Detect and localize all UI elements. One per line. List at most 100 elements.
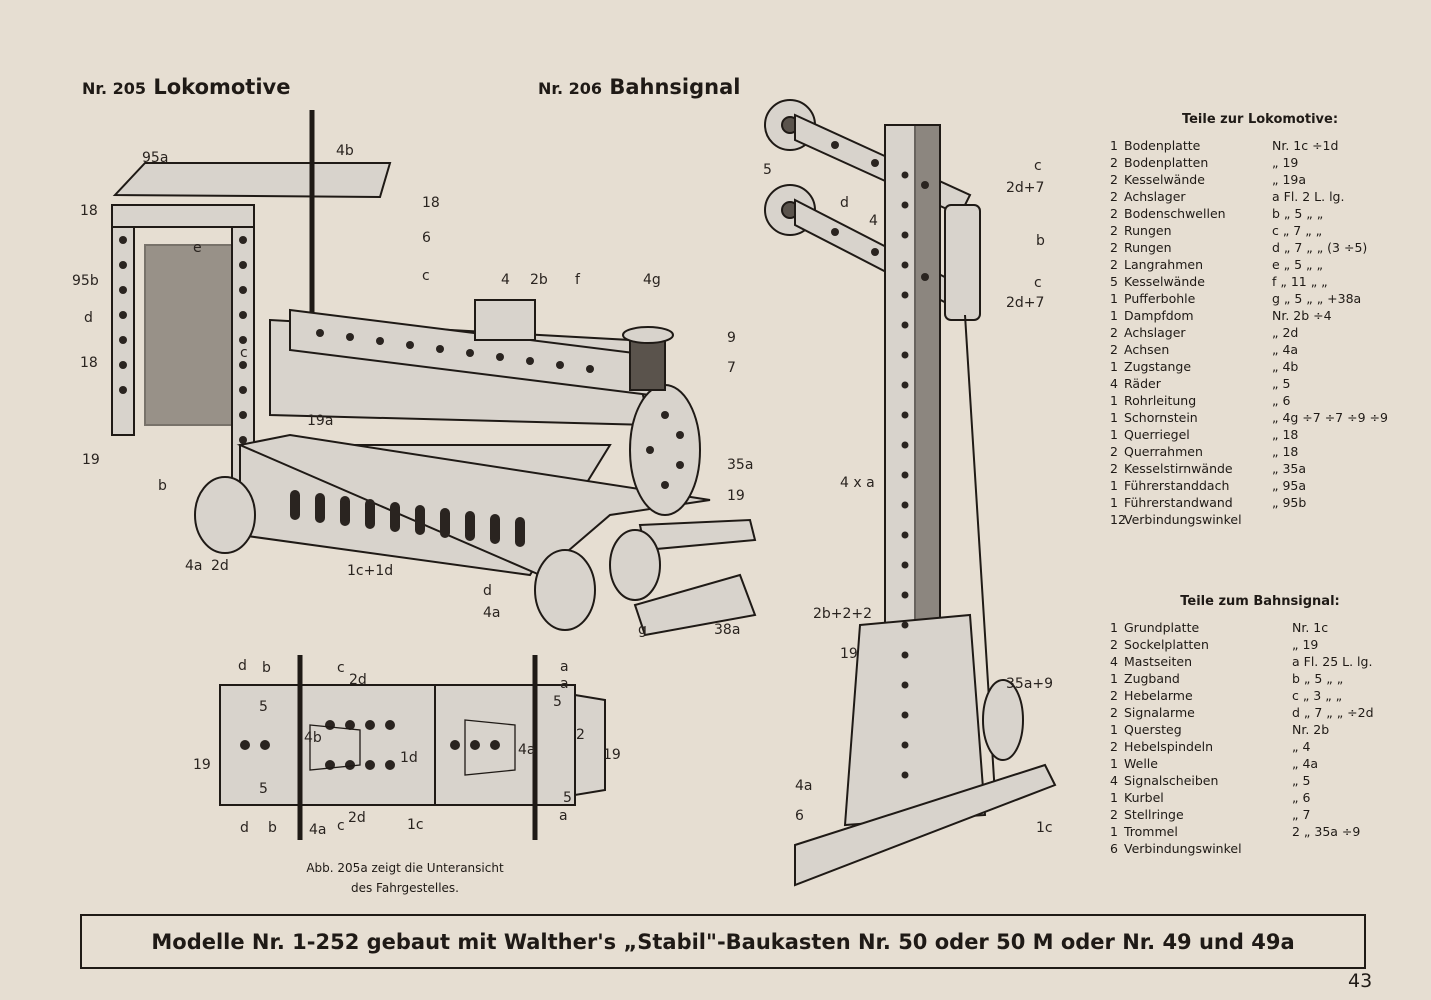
part-qty: 2 [1110,223,1118,238]
label-b: b [158,478,167,494]
part-spec: f „ 11 „ „ [1272,274,1328,289]
label-95a: 95a [142,150,169,166]
underside-label-1c: 1c [407,817,424,833]
part-spec: a Fl. 2 L. lg. [1272,189,1345,204]
part-name: Verbindungswinkel [1124,841,1242,856]
part-qty: 1 [1110,495,1118,510]
label-d: d [84,310,93,326]
part-qty: 1 [1110,410,1118,425]
part-qty: 1 [1110,756,1118,771]
label-4a: 4a [483,605,501,621]
part-name: Bodenschwellen [1124,206,1226,221]
part-spec: Nr. 2b [1292,722,1330,737]
part-spec: „ 4 [1292,739,1311,754]
label-35a: 35a [727,457,754,473]
label-9: 9 [727,330,736,346]
signal-label-4: 4 [869,213,878,229]
label-4g: 4g [643,272,661,288]
label-95b: 95b [72,273,99,289]
part-spec: „ 6 [1272,393,1291,408]
part-name: Sockelplatten [1124,637,1209,652]
part-qty: 2 [1110,172,1118,187]
label-6: 6 [422,230,431,246]
signal-label-6: 6 [795,808,804,824]
part-qty: 1 [1110,308,1118,323]
part-name: Kurbel [1124,790,1164,805]
signal-label-19: 19 [840,646,858,662]
part-qty: 2 [1110,206,1118,221]
label-19: 19 [727,488,745,504]
part-qty: 2 [1110,637,1118,652]
underside-label-2: 2 [576,727,585,743]
page-number: 43 [1348,970,1373,992]
part-spec: Nr. 1c ÷1d [1272,138,1339,153]
part-name: Rungen [1124,223,1172,238]
signal-label-c: c [1034,275,1042,291]
part-qty: 1 [1110,478,1118,493]
signal-label-35a-9: 35a+9 [1006,676,1054,692]
label-1c-1d: 1c+1d [347,563,394,579]
part-qty: 4 [1110,654,1118,669]
part-name: Signalscheiben [1124,773,1219,788]
part-name: Signalarme [1124,705,1195,720]
label-18: 18 [80,355,98,371]
part-qty: 2 [1110,444,1118,459]
underside-label-b: b [268,820,277,836]
label-38a: 38a [714,622,741,638]
part-spec: „ 4g ÷7 ÷7 ÷9 ÷9 [1272,410,1388,425]
part-qty: 2 [1110,325,1118,340]
underside-label-a: a [560,676,569,692]
part-name: Schornstein [1124,410,1198,425]
signal-label-2d-7: 2d+7 [1006,295,1045,311]
part-name: Kesselwände [1124,274,1205,289]
part-qty: 2 [1110,688,1118,703]
label-18: 18 [80,203,98,219]
signal-label-5: 5 [763,162,772,178]
part-qty: 4 [1110,773,1118,788]
label-c: c [422,268,430,284]
part-spec: „ 5 [1292,773,1311,788]
part-spec: „ 35a [1272,461,1307,476]
part-qty: 1 [1110,620,1118,635]
part-spec: „ 5 [1272,376,1291,391]
part-qty: 1 [1110,427,1118,442]
part-name: Bodenplatten [1124,155,1209,170]
underside-label-19: 19 [193,757,211,773]
underside-label-5: 5 [563,790,572,806]
signal-label-1c: 1c [1036,820,1053,836]
underside-label-4b: 4b [304,730,322,746]
label-2d: 2d [211,558,229,574]
underside-illustration [219,655,606,840]
parts-row: 1 Schornstein „ 4g ÷7 ÷7 ÷9 ÷9 [1110,409,1410,426]
underside-label-2d: 2d [348,810,366,826]
label-7: 7 [727,360,736,376]
part-qty: 2 [1110,461,1118,476]
signal-label-d: d [840,195,849,211]
part-name: Hebelarme [1124,688,1193,703]
underside-label-5: 5 [259,781,268,797]
part-spec: „ 4a [1272,342,1299,357]
part-name: Querriegel [1124,427,1190,442]
part-spec: „ 18 [1272,427,1299,442]
part-name: Führerstanddach [1124,478,1230,493]
signal-label-b: b [1036,233,1045,249]
part-qty: 2 [1110,705,1118,720]
